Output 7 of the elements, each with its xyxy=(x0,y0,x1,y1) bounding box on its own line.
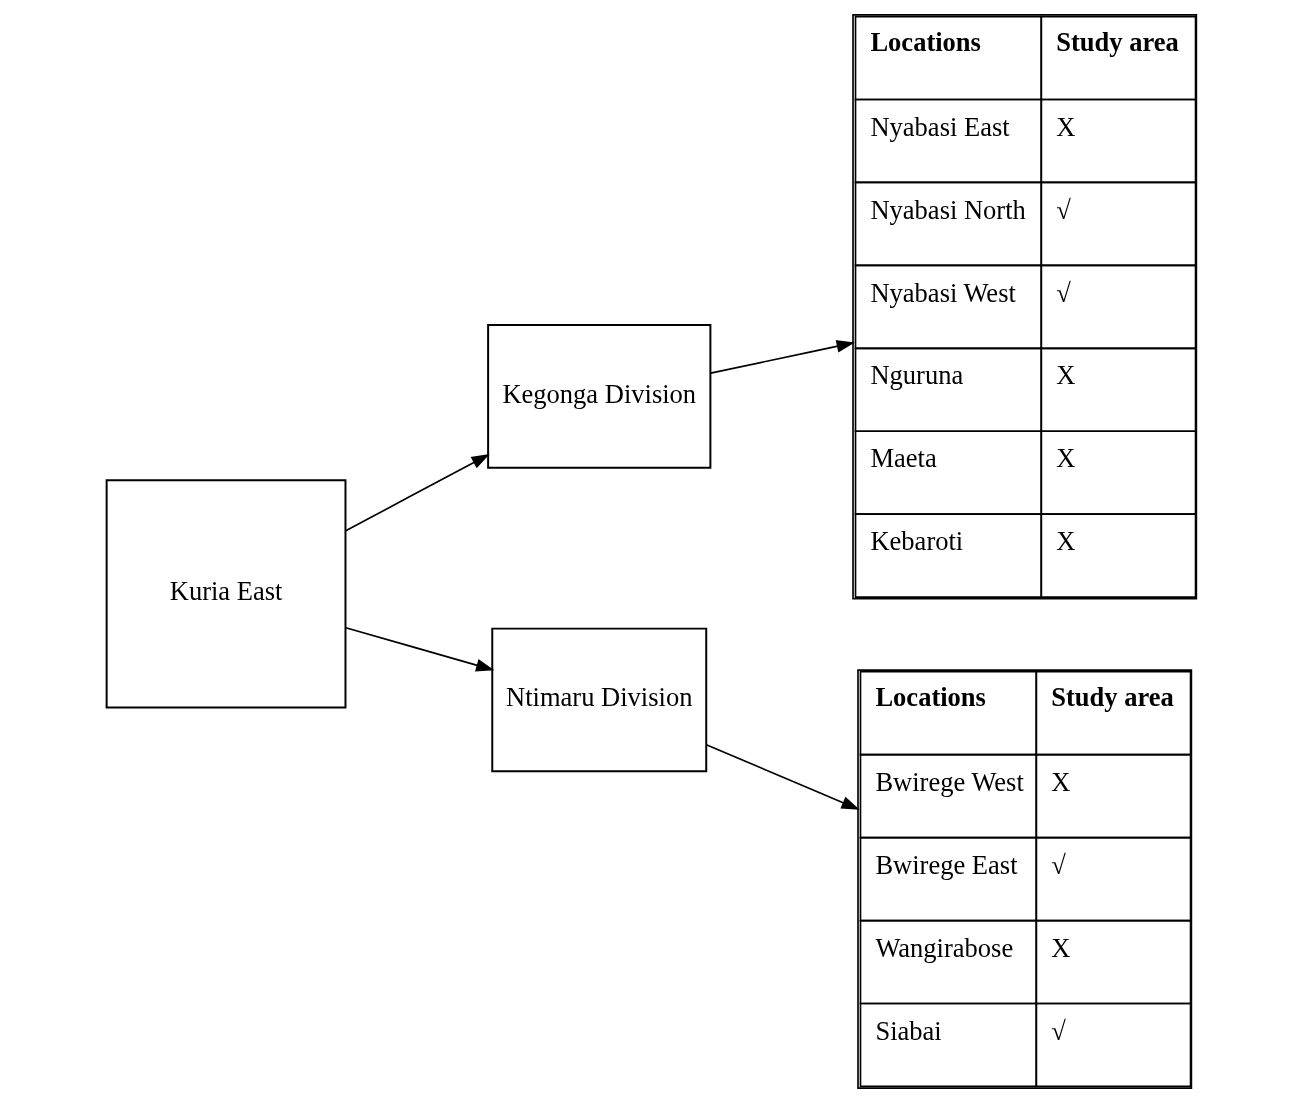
arrow xyxy=(705,743,860,810)
node-box: Ntimaru Division xyxy=(490,627,707,773)
arrow xyxy=(344,453,490,532)
arrow xyxy=(709,340,855,374)
node-box: Kegonga Division xyxy=(486,324,711,469)
node-box: Kuria East xyxy=(105,479,346,709)
arrow xyxy=(344,626,494,672)
